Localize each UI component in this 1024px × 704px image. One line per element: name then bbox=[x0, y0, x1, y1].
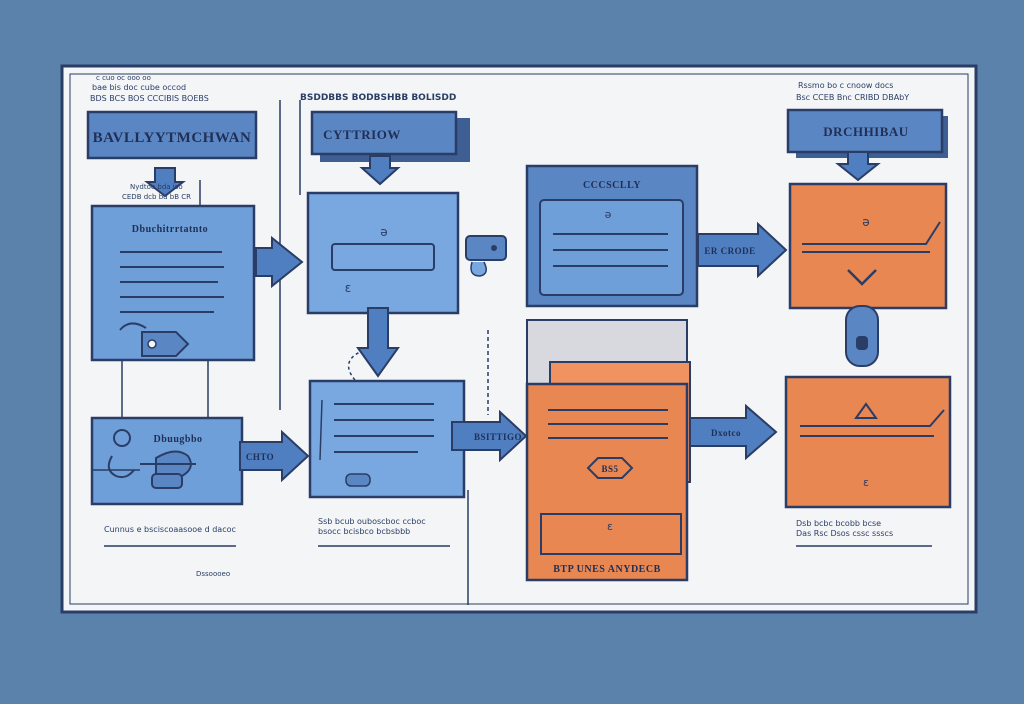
svg-text:Rssmo bo c cnoow docs: Rssmo bo c cnoow docs bbox=[798, 81, 893, 90]
svg-text:Cunnus e bsciscoaasooe d dacoc: Cunnus e bsciscoaasooe d dacoc bbox=[104, 525, 236, 534]
center-top-title: CCCSCLLY bbox=[583, 180, 641, 191]
orange-document-footer: BTP UNES ANYDECB bbox=[553, 564, 660, 575]
arrow-to-center-orange bbox=[451, 409, 528, 463]
center-top-inner-symbol: ə bbox=[605, 208, 612, 221]
process-symbol-top: ə bbox=[380, 225, 387, 239]
center-bottom-chip bbox=[345, 473, 371, 487]
tag-icon bbox=[141, 331, 190, 357]
header-right-box bbox=[786, 108, 944, 154]
process-box-right-top bbox=[788, 182, 948, 310]
right-bottom-line bbox=[800, 409, 945, 427]
tag-hole-icon bbox=[147, 339, 157, 349]
arrow-left-bottom-to-center bbox=[239, 429, 310, 483]
down-arrow-middle-icon bbox=[359, 155, 401, 186]
right-top-line bbox=[802, 221, 941, 245]
right-bottom-symbol: ɛ bbox=[863, 476, 869, 489]
orange-badge-label: BS5 bbox=[601, 464, 618, 474]
down-arrow-right-icon bbox=[835, 151, 881, 182]
header-right-label: DRCHHIBAU bbox=[823, 124, 909, 139]
svg-text:Dsb bcbc bcobb bcse: Dsb bcbc bcobb bcse bbox=[796, 519, 881, 528]
svg-text:Ssb bcub ouboscboc ccboc: Ssb bcub ouboscboc ccboc bbox=[318, 517, 426, 526]
curl-icon bbox=[119, 322, 147, 331]
arrow-center-down bbox=[356, 307, 400, 378]
process-box-right-bottom bbox=[784, 375, 952, 509]
diagram-panel-inner-border bbox=[69, 73, 969, 605]
header-left-label: BAVLLYYTMCHWAN bbox=[93, 130, 252, 146]
svg-text:BDS BCS BOS CCCIBIS BOEBS: BDS BCS BOS CCCIBIS BOEBS bbox=[90, 94, 209, 103]
svg-text:Das Rsc Dsos cssc ssscs: Das Rsc Dsos cssc ssscs bbox=[796, 529, 893, 538]
center-top-inner-card bbox=[539, 199, 684, 296]
top-middle-caption: BSDDBBS BODBSHBB BOLISDD bbox=[300, 93, 456, 103]
orange-document-lines bbox=[548, 409, 668, 439]
bottom-middle-caption: Ssb bcub ouboscboc ccboc bsocc bcisbco b… bbox=[318, 517, 450, 547]
arrow-to-right-bottom bbox=[689, 403, 778, 461]
header-middle-label: CYTTRIOW bbox=[323, 127, 401, 142]
droplet-icon bbox=[470, 261, 487, 277]
arrow-to-center-orange-label: BSITTIGO bbox=[474, 432, 522, 442]
document-left-title: Dbuchitrrtatnto bbox=[132, 224, 208, 235]
bottom-left-caption: Cunnus e bsciscoaasooe d dacoc Dssoooeo bbox=[104, 525, 236, 578]
top-left-caption: c cuo oc ooo oo bae bis doc cube occod B… bbox=[90, 74, 209, 103]
svg-text:bsocc bcisbco bcbsbbb: bsocc bcisbco bcbsbbb bbox=[318, 527, 410, 536]
svg-text:BSDDBBS BODBSHBB BOLISDD: BSDDBBS BODBSHBB BOLISDD bbox=[300, 93, 456, 103]
arrow-to-orange-label: ER CRODE bbox=[704, 246, 755, 256]
document-left-lines bbox=[120, 251, 224, 313]
process-input-field bbox=[331, 243, 435, 271]
svg-text:Dssoooeo: Dssoooeo bbox=[196, 570, 230, 578]
orange-badge bbox=[586, 457, 634, 479]
center-bottom-corner bbox=[319, 399, 323, 461]
process-symbol-bottom: ɛ bbox=[345, 281, 352, 295]
left-bottom-title: Dbuugbbo bbox=[153, 434, 202, 445]
arrow-to-orange bbox=[697, 221, 788, 279]
header-middle-box bbox=[310, 110, 458, 156]
connector-pill-slot bbox=[856, 336, 868, 350]
arrow-to-right-bottom-label: Dxotco bbox=[711, 428, 741, 438]
svg-text:bae bis doc cube occod: bae bis doc cube occod bbox=[92, 83, 186, 92]
warning-triangle-icon bbox=[854, 402, 878, 419]
process-box-center-bottom bbox=[308, 379, 466, 499]
orange-inner-symbol: ɛ bbox=[607, 520, 613, 533]
center-top-lines bbox=[553, 233, 668, 267]
arrow-left-to-center bbox=[255, 235, 304, 289]
svg-text:CEDB dcb bd bB CR: CEDB dcb bd bB CR bbox=[122, 193, 191, 201]
svg-text:Nydtoe bda iso: Nydtoe bda iso bbox=[130, 183, 183, 191]
header-left-box bbox=[86, 110, 258, 160]
arrow-left-bottom-label: CHTO bbox=[246, 452, 274, 462]
link-icon bbox=[107, 429, 196, 489]
top-right-caption: Rssmo bo c cnoow docs Bsc CCEB Bnc CRIBD… bbox=[796, 81, 909, 102]
left-mid-caption: Nydtoe bda iso CEDB dcb bd bB CR bbox=[122, 183, 191, 201]
orange-inner-panel bbox=[540, 513, 682, 555]
chevron-down-icon bbox=[847, 269, 877, 286]
svg-text:Bsc CCEB Bnc CRIBD DBAbY: Bsc CCEB Bnc CRIBD DBAbY bbox=[796, 93, 909, 102]
down-arrow-icon bbox=[144, 167, 186, 198]
connector-tag bbox=[465, 235, 507, 261]
svg-text:c cuo oc ooo oo: c cuo oc ooo oo bbox=[96, 74, 151, 82]
right-top-symbol: ə bbox=[862, 215, 869, 229]
center-bottom-lines bbox=[334, 403, 434, 453]
connector-tag-dot bbox=[491, 245, 497, 251]
bottom-right-caption: Dsb bcbc bcobb bcse Das Rsc Dsos cssc ss… bbox=[796, 519, 932, 547]
